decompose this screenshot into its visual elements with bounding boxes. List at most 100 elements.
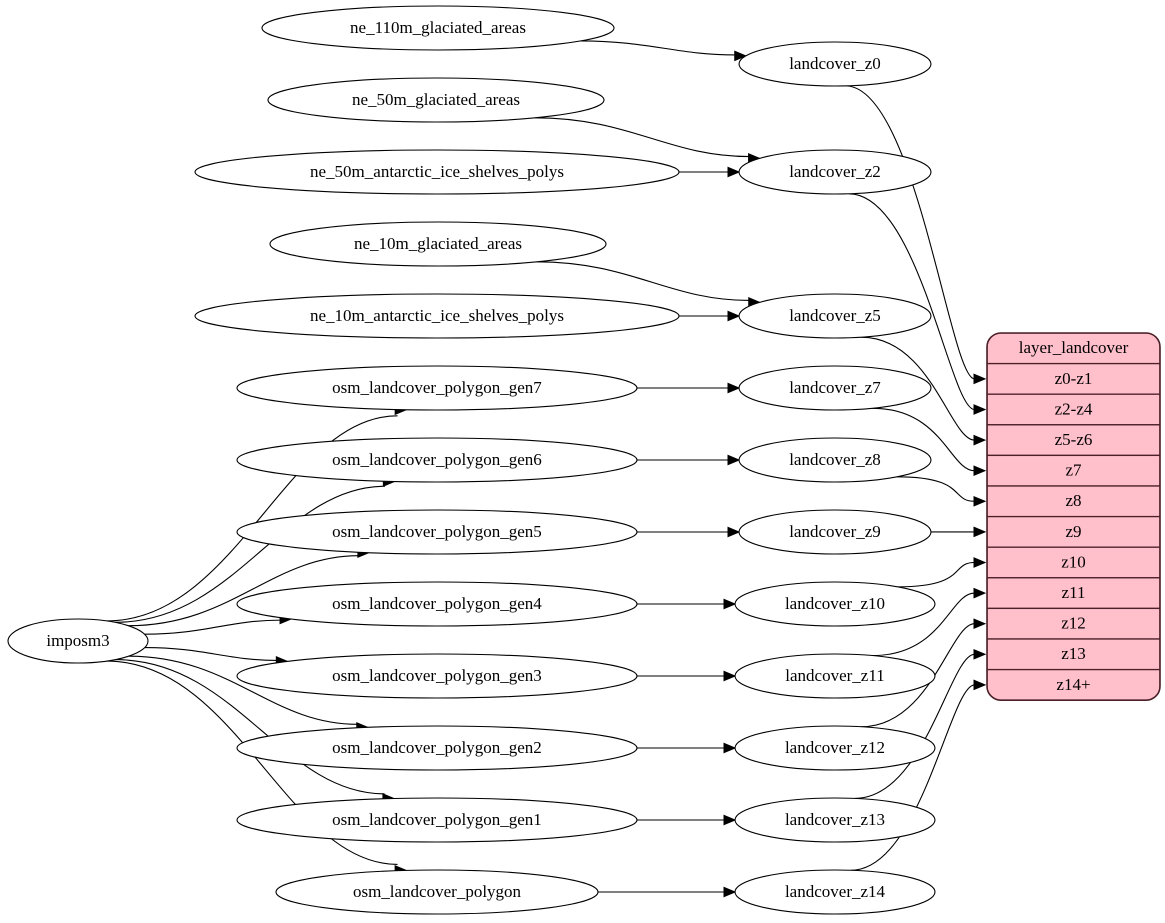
node-ellipse[interactable]	[236, 797, 638, 843]
table-row-label-z0-z1[interactable]: z0-z1	[1055, 369, 1093, 388]
node-ellipse[interactable]	[738, 509, 932, 555]
edge-arrowhead	[973, 373, 987, 385]
node-ellipse[interactable]	[269, 221, 607, 267]
edge-arrowhead	[723, 886, 737, 898]
node-ellipse[interactable]	[734, 653, 936, 699]
node-label: landcover_z13	[785, 810, 885, 829]
edge-landcover_z7-to-layer-landcover-z7	[872, 407, 975, 472]
edge-imposm3-to-osm-landcover-polygon-gen4	[144, 619, 281, 635]
node-ellipse[interactable]	[738, 365, 932, 411]
table-row-cell	[987, 546, 1160, 579]
landcover-layer-node-landcover_z11[interactable]: landcover_z11	[734, 653, 936, 699]
node-label: landcover_z10	[785, 594, 885, 613]
node-ellipse[interactable]	[738, 149, 932, 195]
node-ellipse[interactable]	[734, 797, 936, 843]
edge-imposm3-to-osm-landcover-polygon-gen1	[115, 659, 385, 795]
table-row-label-z12[interactable]: z12	[1061, 614, 1086, 633]
osm-source-node-osm_landcover_polygon_gen2[interactable]: osm_landcover_polygon_gen2	[236, 725, 638, 771]
osm-source-node-osm_landcover_polygon_gen4[interactable]: osm_landcover_polygon_gen4	[236, 581, 638, 627]
table-row-label-z7[interactable]: z7	[1065, 461, 1082, 480]
osm-source-node-osm_landcover_polygon_gen7[interactable]: osm_landcover_polygon_gen7	[236, 365, 638, 411]
node-ellipse[interactable]	[738, 437, 932, 483]
node-ellipse[interactable]	[734, 581, 936, 627]
osm-source-node-osm_landcover_polygon_gen1[interactable]: osm_landcover_polygon_gen1	[236, 797, 638, 843]
landcover-layer-node-landcover_z13[interactable]: landcover_z13	[734, 797, 936, 843]
imposm3-source-node-imposm3[interactable]: imposm3	[7, 618, 149, 664]
landcover-layer-node-landcover_z2[interactable]: landcover_z2	[738, 149, 932, 195]
node-ellipse[interactable]	[275, 869, 599, 915]
edge-arrowhead	[973, 648, 987, 660]
table-row-label-z10[interactable]: z10	[1061, 552, 1086, 571]
table-row-cell	[987, 515, 1160, 548]
node-label: osm_landcover_polygon_gen4	[332, 594, 542, 613]
landcover-layer-node-landcover_z10[interactable]: landcover_z10	[734, 581, 936, 627]
node-label: landcover_z8	[789, 450, 881, 469]
edge-arrowhead	[727, 526, 741, 538]
node-label: osm_landcover_polygon_gen5	[332, 522, 542, 541]
node-ellipse[interactable]	[194, 293, 680, 339]
landcover-layer-node-landcover_z7[interactable]: landcover_z7	[738, 365, 932, 411]
node-ellipse[interactable]	[236, 653, 638, 699]
node-label: landcover_z12	[785, 738, 885, 757]
node-ellipse[interactable]	[236, 581, 638, 627]
node-ellipse[interactable]	[7, 618, 149, 664]
node-ellipse[interactable]	[267, 77, 605, 123]
natural-earth-source-node-ne_10m_glaciated_areas[interactable]: ne_10m_glaciated_areas	[269, 221, 607, 267]
edge-arrowhead	[727, 382, 741, 394]
node-label: landcover_z5	[789, 306, 881, 325]
edge-landcover_z14-to-layer-landcover-z14-	[850, 684, 975, 871]
landcover-layer-node-landcover_z12[interactable]: landcover_z12	[734, 725, 936, 771]
edge-arrowhead	[973, 587, 987, 599]
osm-source-node-osm_landcover_polygon_gen6[interactable]: osm_landcover_polygon_gen6	[236, 437, 638, 483]
node-label: osm_landcover_polygon_gen1	[332, 810, 542, 829]
edge-landcover_z10-to-layer-landcover-z10	[897, 561, 975, 588]
edge-landcover_z2-to-layer-landcover-z2-z4	[848, 193, 975, 411]
osm-source-node-osm_landcover_polygon_gen3[interactable]: osm_landcover_polygon_gen3	[236, 653, 638, 699]
edge-landcover_z8-to-layer-landcover-z8	[896, 476, 975, 502]
node-label: landcover_z7	[789, 378, 881, 397]
node-ellipse[interactable]	[261, 5, 615, 51]
node-ellipse[interactable]	[236, 509, 638, 555]
edge-ne_50m_glaciated_areas-to-landcover-z2	[534, 117, 750, 158]
landcover-layer-node-landcover_z9[interactable]: landcover_z9	[738, 509, 932, 555]
natural-earth-source-node-ne_50m_antarctic_ice_shelves_polys[interactable]: ne_50m_antarctic_ice_shelves_polys	[194, 149, 680, 195]
natural-earth-source-node-ne_50m_glaciated_areas[interactable]: ne_50m_glaciated_areas	[267, 77, 605, 123]
landcover-layer-node-landcover_z0[interactable]: landcover_z0	[738, 41, 932, 87]
node-label: imposm3	[46, 631, 109, 650]
node-ellipse[interactable]	[236, 725, 638, 771]
table-row-label-z8[interactable]: z8	[1065, 491, 1081, 510]
table-row-label-z13[interactable]: z13	[1061, 644, 1086, 663]
edge-arrowhead	[973, 557, 987, 568]
node-ellipse[interactable]	[738, 293, 932, 339]
table-row-label-z11[interactable]: z11	[1062, 583, 1086, 602]
node-ellipse[interactable]	[734, 869, 936, 915]
natural-earth-source-node-ne_110m_glaciated_areas[interactable]: ne_110m_glaciated_areas	[261, 5, 615, 51]
landcover-layer-node-landcover_z5[interactable]: landcover_z5	[738, 293, 932, 339]
osm-source-node-osm_landcover_polygon[interactable]: osm_landcover_polygon	[275, 869, 599, 915]
osm-source-node-osm_landcover_polygon_gen5[interactable]: osm_landcover_polygon_gen5	[236, 509, 638, 555]
edge-landcover_z0-to-layer-landcover-z0-z1	[845, 85, 975, 380]
natural-earth-source-node-ne_10m_antarctic_ice_shelves_polys[interactable]: ne_10m_antarctic_ice_shelves_polys	[194, 293, 680, 339]
node-ellipse[interactable]	[738, 41, 932, 87]
node-label: ne_10m_antarctic_ice_shelves_polys	[310, 306, 564, 325]
node-label: osm_landcover_polygon_gen7	[332, 378, 542, 397]
table-row-label-z14-[interactable]: z14+	[1056, 675, 1090, 694]
edge-arrowhead	[723, 598, 737, 610]
node-ellipse[interactable]	[236, 437, 638, 483]
landcover-layer-node-landcover_z14[interactable]: landcover_z14	[734, 869, 936, 915]
node-ellipse[interactable]	[734, 725, 936, 771]
landcover-layer-node-landcover_z8[interactable]: landcover_z8	[738, 437, 932, 483]
node-label: ne_50m_antarctic_ice_shelves_polys	[310, 162, 564, 181]
table-row-label-z5-z6[interactable]: z5-z6	[1055, 430, 1093, 449]
node-ellipse[interactable]	[236, 365, 638, 411]
layer-landcover-table: layer_landcoverz0-z1z2-z4z5-z6z7z8z9z10z…	[986, 332, 1161, 702]
edge-arrowhead	[973, 404, 987, 415]
edge-arrowhead	[973, 434, 987, 446]
node-label: landcover_z0	[789, 54, 881, 73]
edge-imposm3-to-osm-landcover-polygon-gen6	[115, 485, 385, 623]
edge-arrowhead	[727, 454, 741, 466]
table-row-label-z2-z4[interactable]: z2-z4	[1055, 399, 1093, 418]
edge-landcover_z11-to-layer-landcover-z11	[872, 592, 975, 657]
node-ellipse[interactable]	[194, 149, 680, 195]
table-row-label-z9[interactable]: z9	[1065, 522, 1081, 541]
